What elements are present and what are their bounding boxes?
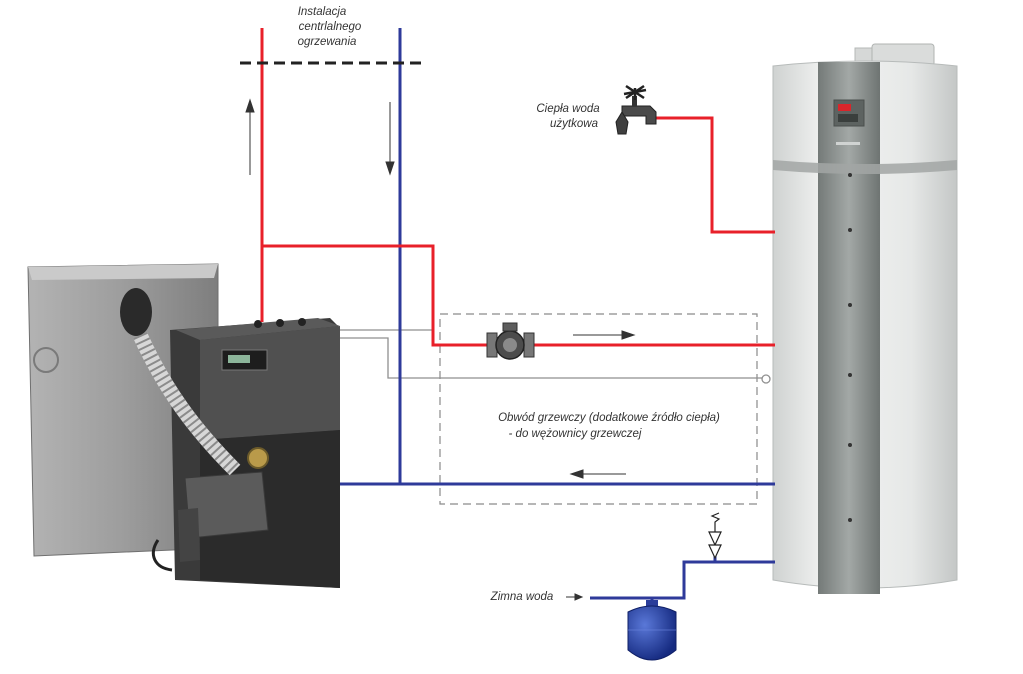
label-heating-circuit-line2: - do wężownicy grzewczej xyxy=(509,428,642,440)
label-heating-circuit: Obwód grzewczy (dodatkowe źródło ciepła)… xyxy=(498,412,720,440)
pellet-boiler xyxy=(27,263,340,588)
tank-front-stripe xyxy=(818,62,880,594)
return-pipes xyxy=(340,28,775,600)
label-central-heating-line3: ogrzewania xyxy=(298,36,357,48)
pellet-burner xyxy=(178,471,269,562)
connection-lines xyxy=(340,329,771,384)
boiler-control-panel xyxy=(200,326,340,440)
supply-pipes xyxy=(260,28,775,347)
label-hot-water-line1: Ciepła woda xyxy=(536,103,599,115)
label-hot-water-line2: użytkowa xyxy=(550,118,598,130)
hot-water-tank xyxy=(772,43,958,594)
label-central-heating-line2: centrlalnego xyxy=(299,21,362,33)
water-tap-icon xyxy=(615,84,657,135)
flow-arrows xyxy=(245,98,636,601)
flow-arrow-up xyxy=(245,98,255,175)
label-central-heating-line1: Instalacja xyxy=(298,6,347,18)
flow-arrow-down xyxy=(385,102,395,176)
flow-arrow-left xyxy=(569,469,626,479)
cold-water-arrow xyxy=(566,593,584,601)
label-hot-water: Ciepła woda użytkowa xyxy=(536,103,599,130)
safety-valve-icon xyxy=(708,512,722,560)
label-heating-circuit-line1: Obwód grzewczy (dodatkowe źródło ciepła) xyxy=(498,412,720,424)
label-cold-water: Zimna woda xyxy=(490,591,554,603)
label-central-heating: Instalacja centrlalnego ogrzewania xyxy=(298,6,362,48)
flow-arrow-right xyxy=(573,330,636,340)
tank-display xyxy=(833,99,865,127)
circulation-pump-icon xyxy=(486,322,535,360)
expansion-vessel-icon xyxy=(627,598,677,661)
pellet-feeder-auger xyxy=(120,288,241,476)
heating-circuit-box xyxy=(439,313,758,505)
